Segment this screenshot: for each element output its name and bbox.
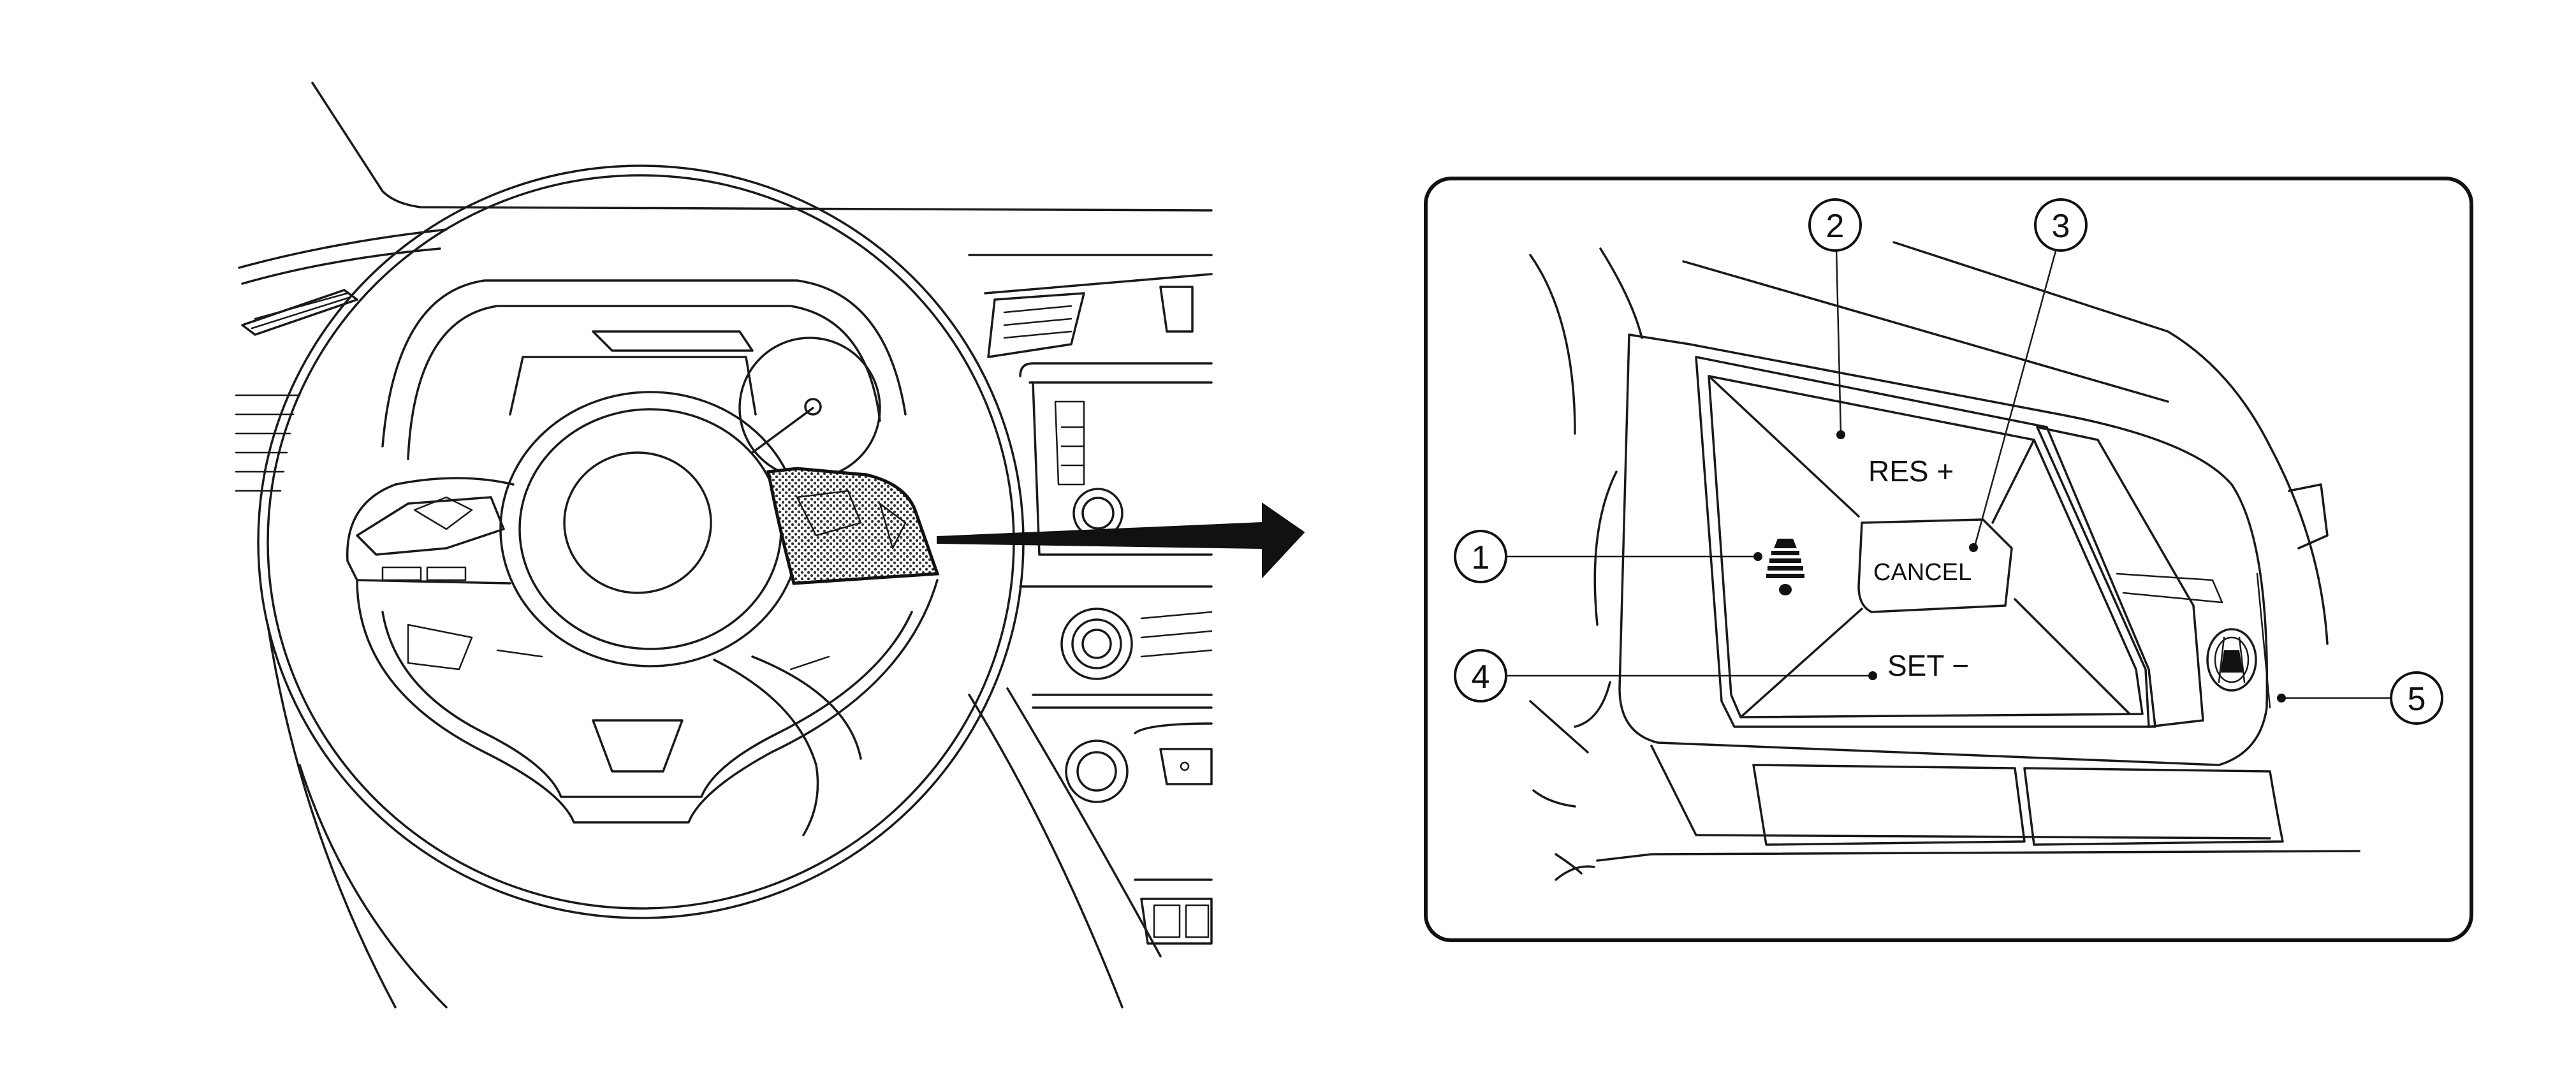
svg-text:4: 4 [1472, 659, 1490, 695]
pointer-arrow-icon [937, 504, 1304, 577]
set-minus-label: SET − [1887, 649, 1969, 682]
callout-3: 3 [2035, 200, 2086, 251]
distance-setting-icon [1766, 539, 1804, 595]
svg-text:1: 1 [1472, 539, 1490, 576]
res-plus-label: RES + [1868, 455, 1954, 488]
callout-2: 2 [1810, 200, 1861, 251]
propilot-assist-icon [2207, 629, 2256, 690]
svg-text:5: 5 [2408, 681, 2426, 718]
cancel-label: CANCEL [1873, 559, 1972, 586]
callout-5: 5 [2391, 673, 2442, 724]
svg-text:2: 2 [1826, 208, 1845, 245]
highlighted-switch-panel [768, 469, 937, 583]
svg-text:3: 3 [2052, 208, 2070, 245]
callout-4: 4 [1455, 650, 1506, 701]
detail-inset: RES + CANCEL SET − 1 2 3 4 [1426, 178, 2471, 940]
callout-1: 1 [1455, 531, 1506, 582]
